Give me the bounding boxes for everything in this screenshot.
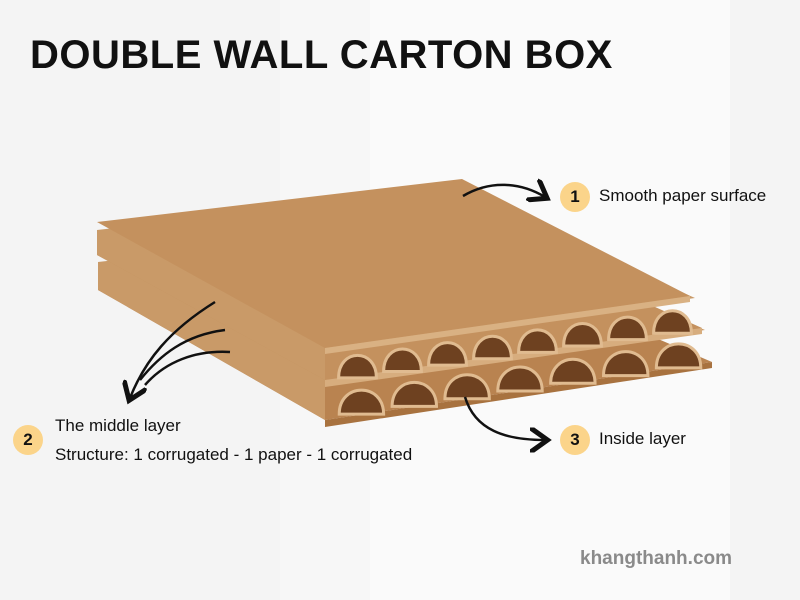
smooth-paper-surface-sheet (97, 179, 690, 354)
callout-badge-1: 1 (560, 182, 590, 212)
flute-arch (562, 321, 603, 348)
watermark-website: khangthanh.com (580, 548, 733, 569)
arrow-2c (144, 350, 231, 386)
flute-arch (472, 334, 513, 361)
arrow-2a (130, 300, 216, 398)
flute-arch (390, 381, 438, 408)
callout-label-3: Inside layer (599, 429, 686, 448)
callout-label-1: Smooth paper surface (599, 186, 767, 205)
flute-arch (443, 373, 491, 401)
arrow-1 (462, 185, 545, 197)
callout-sublabel-2: Structure: 1 corrugated - 1 paper - 1 co… (55, 445, 413, 464)
flute-arch (337, 388, 386, 416)
flute-arch (654, 342, 703, 370)
callout-badge-3: 3 (560, 425, 590, 455)
callout-badge-2: 2 (13, 425, 43, 455)
flute-arch (652, 309, 693, 335)
flute-arch (337, 353, 378, 380)
flute-arch (549, 357, 597, 385)
arrow-3 (463, 396, 545, 440)
callout-label-2: The middle layer (55, 416, 181, 435)
page-title: DOUBLE WALL CARTON BOX (30, 33, 613, 77)
flute-arch (382, 347, 423, 373)
flute-arch (607, 315, 648, 342)
flute-arch (602, 350, 650, 378)
flute-arch (496, 365, 544, 393)
flute-arch (517, 328, 558, 354)
arrow-2b (139, 328, 226, 381)
flute-arch (427, 341, 468, 367)
